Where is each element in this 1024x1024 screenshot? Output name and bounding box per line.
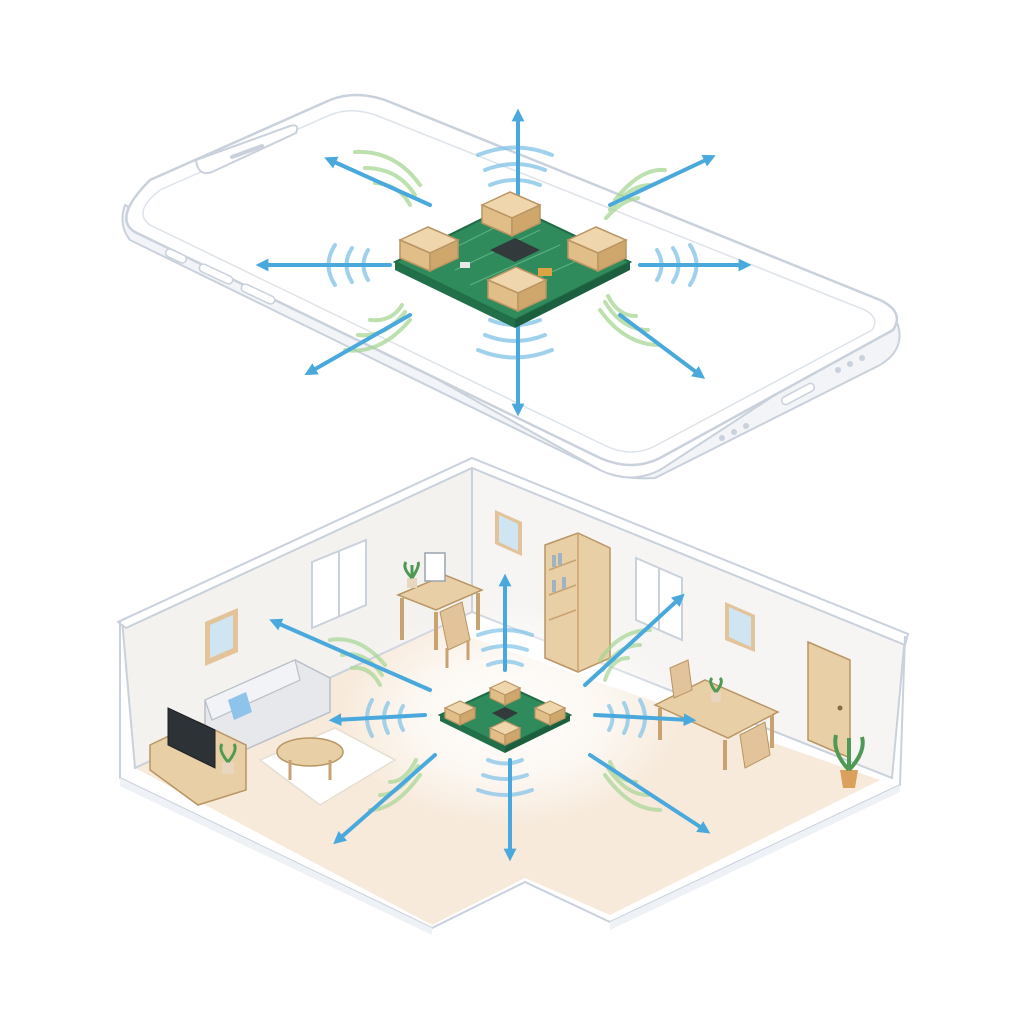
door-icon (808, 642, 850, 758)
bookshelf-icon (545, 533, 610, 672)
